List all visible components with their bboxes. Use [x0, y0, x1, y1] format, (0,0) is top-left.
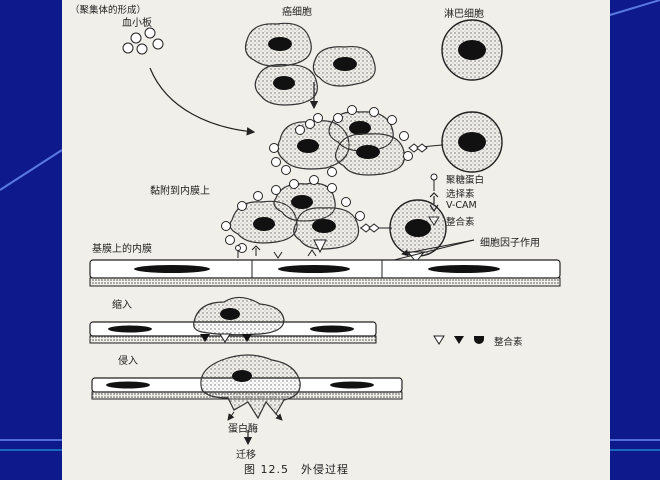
legend-integrin-label: 整合素	[446, 217, 475, 228]
platelet-group-top	[122, 27, 164, 55]
lymphocyte-adhering	[389, 199, 447, 263]
legend-selectin-symbol	[429, 192, 439, 204]
label-cytokine-action: 细胞因子作用	[480, 238, 540, 249]
label-lymphocyte: 淋巴细胞	[444, 9, 484, 20]
lymphocyte-top	[441, 19, 503, 81]
invasion-diagram	[89, 19, 561, 446]
label-retraction: 缩入	[112, 300, 132, 311]
figure-caption: 图 12.5 外侵过程	[244, 463, 349, 476]
label-adhesion-to-endothelium: 黏附到内膜上	[150, 186, 210, 197]
legend-integrin-lower-label: 整合素	[494, 337, 523, 348]
decorative-line-right	[609, 0, 660, 16]
lymphocyte-middle	[441, 111, 503, 173]
decorative-line-left	[0, 149, 63, 191]
legend-selectin-label: 选择素	[446, 189, 475, 200]
legend-integrin-lower-symbols	[433, 335, 484, 345]
endothelium-layer	[89, 259, 561, 287]
legend-glycoprotein-label: 聚糖蛋白	[446, 175, 485, 186]
retraction-stage	[89, 296, 377, 344]
tumor-platelet-aggregate	[269, 105, 413, 177]
legend-glycoprotein-symbol	[430, 173, 438, 191]
cytokine-arrow-2	[401, 239, 475, 257]
adhesion-link-middle	[408, 143, 443, 153]
label-aggregate-formation: （聚集体的形成）	[70, 5, 147, 16]
adhered-aggregate	[221, 175, 365, 254]
invasion-stage	[91, 354, 403, 446]
cancer-cell-top-2	[312, 45, 376, 87]
label-endothelium-on-basement-membrane: 基膜上的内膜	[92, 244, 152, 255]
label-migration: 迁移	[236, 450, 256, 461]
platelet-flow-arrow	[149, 67, 256, 136]
adhesion-link-lower	[360, 223, 392, 233]
figure-panel: （聚集体的形成） 血小板 癌细胞 淋巴细胞 黏附到内膜上 基膜上的内膜 细胞因子…	[62, 0, 610, 480]
label-invasion: 侵入	[118, 356, 138, 367]
label-cancer-cells: 癌细胞	[282, 7, 312, 18]
cancer-cell-top-3	[254, 63, 318, 106]
label-protease: 蛋白酶	[228, 424, 258, 435]
label-platelets: 血小板	[122, 18, 152, 29]
cancer-cell-top-1	[244, 22, 312, 67]
legend-vcam-label: V-CAM	[446, 200, 477, 211]
endothelial-adhesion-molecules	[235, 245, 317, 259]
